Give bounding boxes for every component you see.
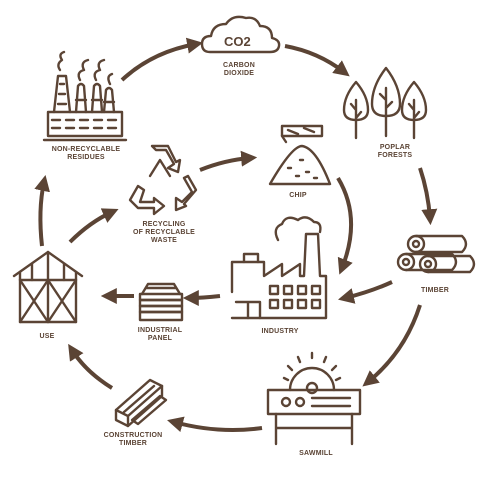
trees-icon [342,66,428,140]
arrow-residues-to-co2 [120,37,204,82]
co2-glyph: CO2 [224,34,251,49]
construction-label-line2: TIMBER [119,440,147,447]
recycling-label-line3: WASTE [151,237,177,244]
industry-label: INDUSTRY [261,328,298,335]
residues-label-line1: NON-RECYCLABLE [52,146,121,153]
panel-label-line2: PANEL [148,335,173,342]
arrow-timber-to-sawmill [362,304,422,387]
construction-label-line1: CONSTRUCTION [104,432,163,439]
industry-node: INDUSTRY [230,216,328,335]
poplar-label-line1: POPLAR [380,144,410,151]
use-label: USE [40,333,55,340]
sawmill-label: SAWMILL [299,450,333,457]
arrow-use-to-recycling [68,208,119,244]
non-recyclable-node: NON-RECYCLABLE RESIDUES [42,50,128,161]
timber-label: TIMBER [421,287,449,294]
construction-timber-node: CONSTRUCTION TIMBER [104,378,168,447]
industrial-panel-node: INDUSTRIAL PANEL [138,282,184,342]
panel-stack-icon [138,282,184,322]
arrow-chip-to-industry [336,176,353,275]
logs-icon [396,234,476,274]
panel-label-line1: INDUSTRIAL [138,327,183,334]
arrow-co2-to-forests [284,44,350,77]
arrow-recycling-to-chip [199,150,258,172]
poplar-label-line2: FORESTS [378,152,413,159]
chip-label: CHIP [289,192,307,199]
chip-node: CHIP [268,124,332,199]
arrow-timber-to-industry [337,280,393,304]
recycling-node: RECYCLING OF RECYCLABLE WASTE [128,144,198,244]
arrow-sawmill-to-construction [167,416,263,433]
poplar-forests-node: POPLAR FORESTS [342,66,428,159]
sawmill-node: SAWMILL [266,351,362,457]
arrow-construction-to-use [68,343,114,390]
arrow-industry-to-panel [182,289,221,306]
chip-pile-icon [268,124,332,186]
residues-label-line2: RESIDUES [67,154,105,161]
arrow-forests-to-timber [418,167,438,226]
house-frame-icon [12,250,84,324]
factory-icon [230,216,328,320]
recycle-icon [128,144,198,216]
carbon-label-line1: CARBON [223,62,255,69]
recycling-label-line1: RECYCLING [142,221,185,228]
carbon-dioxide-node: CO2 CARBON DIOXIDE [200,15,281,77]
power-plant-icon [42,50,128,142]
arrow-use-to-residues [34,174,50,247]
recycling-label-line2: OF RECYCLABLE [133,229,195,236]
cloud-icon [200,15,281,54]
carbon-label-line2: DIOXIDE [224,70,254,77]
timber-node: TIMBER [396,234,476,294]
beams-icon [114,378,168,428]
saw-icon [266,351,362,446]
use-node: USE [12,250,84,340]
